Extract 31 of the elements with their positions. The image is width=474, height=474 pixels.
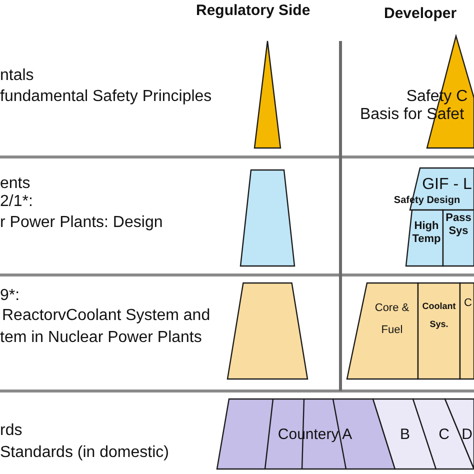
shape-text: Pass Sys: [444, 212, 472, 238]
band-segment: [373, 399, 436, 470]
level-segment: [406, 210, 443, 266]
level-description: Standards (in domestic): [0, 444, 169, 462]
triangle-shape: [254, 41, 281, 149]
shape-text: Core & Fuel: [374, 301, 410, 338]
trapezoid-shape: [227, 282, 308, 380]
shape-text: C: [438, 426, 450, 444]
column-heading: Developer: [384, 6, 457, 22]
level-description: ReactorvCoolant System and: [2, 307, 210, 325]
shape-text: High Temp: [411, 220, 442, 246]
shape-text: Coolant Sys.: [421, 300, 457, 331]
level-description: r Power Plants: Design: [0, 214, 163, 232]
shape-text: GIF - L: [421, 176, 473, 194]
band-segment: [217, 399, 395, 470]
level-description: 2/1*:: [0, 193, 33, 211]
shape-text: C: [463, 297, 473, 310]
shape-text: D: [461, 426, 473, 444]
level-description: tem in Nuclear Power Plants: [0, 329, 202, 347]
level-segment: [443, 210, 474, 266]
level-segment: [346, 283, 418, 380]
level-description: fundamental Safety Principles: [0, 88, 212, 106]
band-segment: [413, 399, 474, 470]
level-description: rds: [0, 422, 22, 440]
level-description: ents: [0, 175, 30, 193]
trapezoid-shape: [240, 169, 295, 267]
column-heading: Regulatory Side: [196, 3, 310, 20]
shape-text: B: [398, 426, 411, 444]
level-description: ntals: [0, 67, 34, 85]
level-segment: [460, 283, 474, 380]
level-description: 9*:: [0, 287, 20, 305]
